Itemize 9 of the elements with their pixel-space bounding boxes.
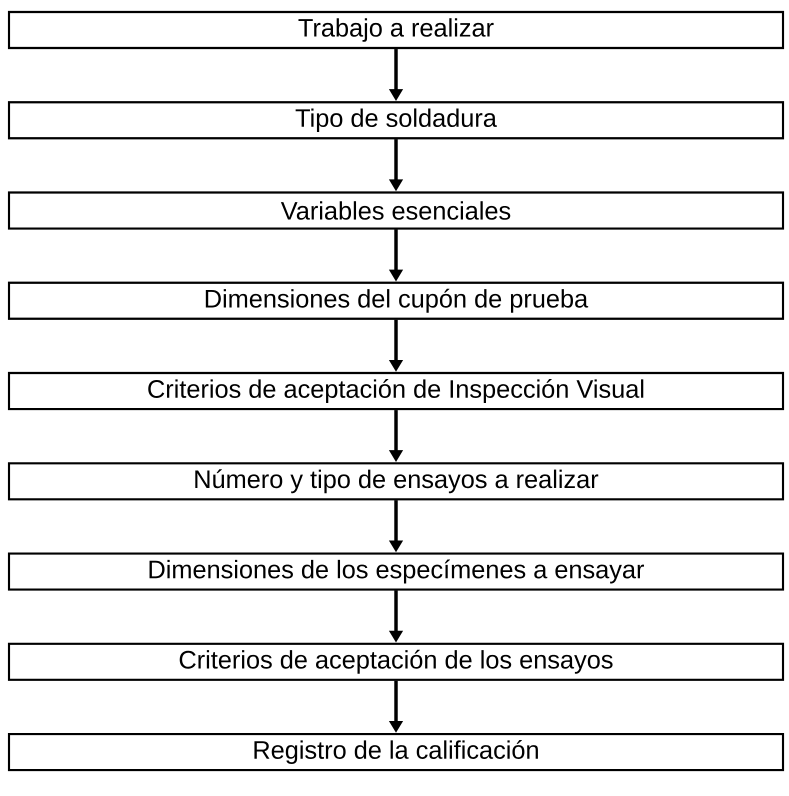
process-box: Criterios de aceptación de los ensayos xyxy=(8,642,784,681)
process-box: Variables esenciales xyxy=(8,191,784,230)
process-box: Criterios de aceptación de Inspección Visual xyxy=(8,372,784,410)
process-box: Dimensiones del cupón de prueba xyxy=(8,282,784,320)
process-box: Dimensiones de los especímenes a ensayar xyxy=(8,552,784,591)
process-box: Trabajo a realizar xyxy=(8,10,784,50)
process-box: Tipo de soldadura xyxy=(8,101,784,140)
process-box: Registro de la calificación xyxy=(8,732,784,772)
process-box: Número y tipo de ensayos a realizar xyxy=(8,462,784,500)
